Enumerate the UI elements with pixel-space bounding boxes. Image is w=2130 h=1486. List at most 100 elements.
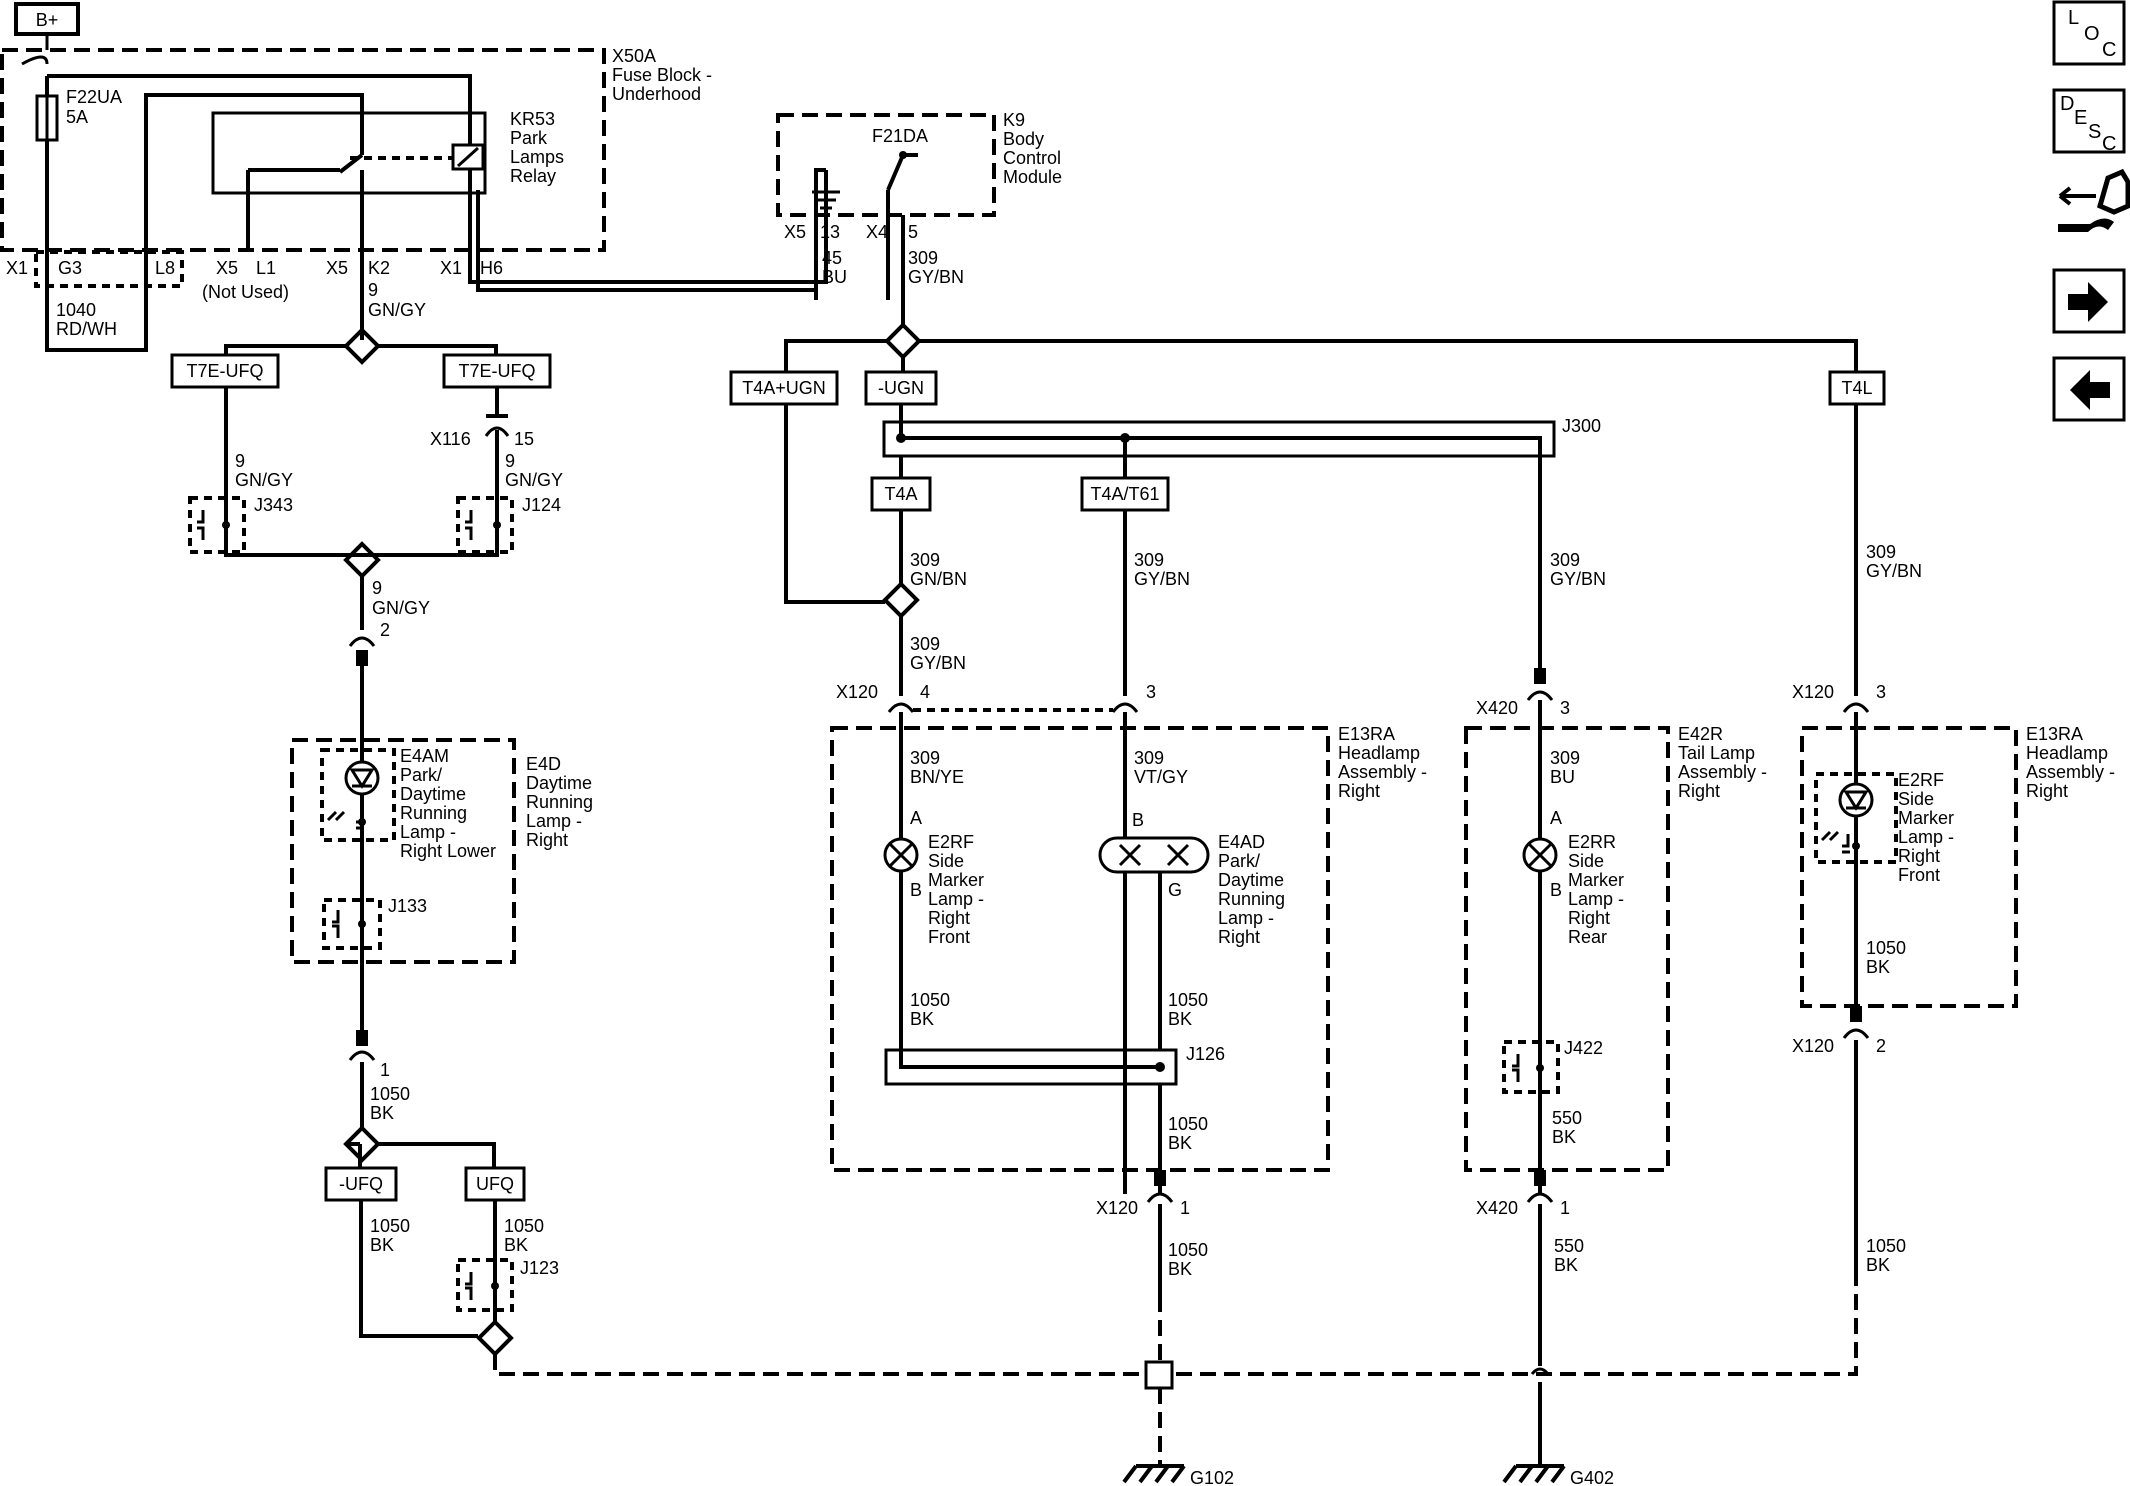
- loc-button[interactable]: L O C: [2052, 0, 2126, 66]
- e4d-code: E4D: [526, 754, 561, 774]
- pin-k2: K2: [368, 258, 390, 278]
- bcm-k9: K9 Body Control Module F21DA X5 13 X4 5 …: [776, 110, 1062, 300]
- fuse-f22ua-rating: 5A: [66, 107, 88, 127]
- e4am-name-5: Right Lower: [400, 841, 496, 861]
- wire-550b-color: BK: [1554, 1255, 1578, 1275]
- wire-1050j-color: BK: [1866, 1255, 1890, 1275]
- e2rf-b-name-4: Right: [1898, 846, 1940, 866]
- wire-309f-color: BN/YE: [910, 767, 964, 787]
- e2rf-a-name-5: Front: [928, 927, 970, 947]
- option-t7e-left-text: T7E-UFQ: [186, 361, 263, 381]
- fuse-block-code: X50A: [612, 46, 656, 66]
- ground-g102: G102: [1122, 1464, 1234, 1486]
- wire-550a-color: BK: [1552, 1127, 1576, 1147]
- lamp-e2rf-right: E2RF Side Marker Lamp - Right Front: [1814, 770, 1954, 885]
- splice-diamond-top-right: [884, 322, 922, 360]
- bcm-pin-5: 5: [908, 222, 918, 242]
- wire-309a-color: GN/BN: [910, 569, 967, 589]
- option-t4a-ugn: T4A+UGN: [729, 370, 839, 406]
- wire-1050a-color: BK: [370, 1103, 394, 1123]
- e13ra-a-name-1: Headlamp: [1338, 743, 1420, 763]
- relay-name-2: Lamps: [510, 147, 564, 167]
- e13ra-a-name-3: Right: [1338, 781, 1380, 801]
- e2rf-a-code: E2RF: [928, 832, 974, 852]
- next-button[interactable]: [2052, 268, 2126, 334]
- bcm-fuse-code: F21DA: [872, 126, 928, 146]
- pin-x1-right: X1: [440, 258, 462, 278]
- e4d-name-2: Running: [526, 792, 593, 812]
- connector-x120-4: [887, 702, 915, 713]
- relay-name-3: Relay: [510, 166, 556, 186]
- wire-t4a-ugn-run: [784, 404, 885, 604]
- option-t7e-right: T7E-UFQ: [442, 353, 552, 389]
- prev-button[interactable]: [2052, 356, 2126, 422]
- splice-j123: J123: [456, 1258, 559, 1312]
- option-ugn-text: -UGN: [878, 378, 924, 398]
- loc-letter-o: O: [2084, 23, 2100, 45]
- wire-1050e-color: BK: [1168, 1009, 1192, 1029]
- e4d-name-4: Right: [526, 830, 568, 850]
- e13ra-b-name-2: Assembly -: [2026, 762, 2115, 782]
- component-e42r: E42R Tail Lamp Assembly - Right: [1464, 724, 1767, 1172]
- desc-letter-s: S: [2088, 121, 2101, 143]
- wire-1050b-color: BK: [370, 1235, 394, 1255]
- option-ugn: -UGN: [864, 370, 938, 406]
- x116-pin: 15: [514, 429, 534, 449]
- wire-right-loop: [362, 387, 499, 557]
- pin-h6: H6: [480, 258, 503, 278]
- j124-label: J124: [522, 495, 561, 515]
- e2rf-b-name-1: Side: [1898, 789, 1934, 809]
- relay-kr53: KR53 Park Lamps Relay: [211, 109, 828, 340]
- wire-309e-number: 309: [1866, 542, 1896, 562]
- e2rf-b-name-5: Front: [1898, 865, 1940, 885]
- pin-bar-x120d: [1850, 1006, 1862, 1022]
- e2rf-a-pin-a: A: [910, 808, 922, 828]
- wire-309-top-number: 309: [908, 248, 938, 268]
- connector-pin1: [348, 1050, 376, 1061]
- ground-bus-left: [493, 1354, 1160, 1376]
- wire-309d-color: GY/BN: [1550, 569, 1606, 589]
- wire-1050c-number: 1050: [504, 1216, 544, 1236]
- lamp-e4am: E4AM Park/ Daytime Running Lamp - Right …: [320, 746, 496, 861]
- e13ra-a-code: E13RA: [1338, 724, 1395, 744]
- connector-pin2: [348, 636, 376, 647]
- e4d-name-3: Lamp -: [526, 811, 582, 831]
- e4ad-name-2: Daytime: [1218, 870, 1284, 890]
- wire-550a-number: 550: [1552, 1108, 1582, 1128]
- fuse-block-name-1: Fuse Block -: [612, 65, 712, 85]
- e42r-name-3: Right: [1678, 781, 1720, 801]
- option-ufq-neg-text: -UFQ: [339, 1174, 383, 1194]
- connector-tool-button[interactable]: [2058, 168, 2130, 232]
- wire-1050f-number: 1050: [1168, 1114, 1208, 1134]
- j126-label: J126: [1186, 1044, 1225, 1064]
- e2rr-name-1: Side: [1568, 851, 1604, 871]
- desc-button[interactable]: D E S C: [2052, 88, 2126, 155]
- e4ad-name-4: Lamp -: [1218, 908, 1274, 928]
- wire-1050a-number: 1050: [370, 1084, 410, 1104]
- wire-1050g-color: BK: [1866, 957, 1890, 977]
- option-t7e-left: T7E-UFQ: [170, 353, 280, 389]
- wire-309g-color: VT/GY: [1134, 767, 1188, 787]
- splice-diamond-bottom-left: [476, 1319, 514, 1357]
- wire-9b-color: GN/GY: [235, 470, 293, 490]
- wire-550b-number: 550: [1554, 1236, 1584, 1256]
- pin-bar-2: [356, 650, 368, 666]
- wire-309c-color: GY/BN: [1134, 569, 1190, 589]
- wire-left-loop: [224, 387, 362, 557]
- bcm-name-2: Control: [1003, 148, 1061, 168]
- e2rr-pin-b: B: [1550, 880, 1562, 900]
- wire-1050e-number: 1050: [1168, 990, 1208, 1010]
- option-ufq-neg: -UFQ: [324, 1166, 398, 1202]
- component-e13ra-middle: E13RA Headlamp Assembly - Right: [830, 724, 1427, 1172]
- e4am-name-2: Daytime: [400, 784, 466, 804]
- connector-x120e: [1146, 1192, 1174, 1203]
- pin-x5-b: X5: [326, 258, 348, 278]
- e2rf-b-code: E2RF: [1898, 770, 1944, 790]
- e42r-code: E42R: [1678, 724, 1723, 744]
- wire-1050b-run: [359, 1200, 478, 1338]
- e2rr-code: E2RR: [1568, 832, 1616, 852]
- e2rf-a-name-3: Lamp -: [928, 889, 984, 909]
- wire-45-run: [476, 206, 818, 292]
- option-t7e-right-text: T7E-UFQ: [458, 361, 535, 381]
